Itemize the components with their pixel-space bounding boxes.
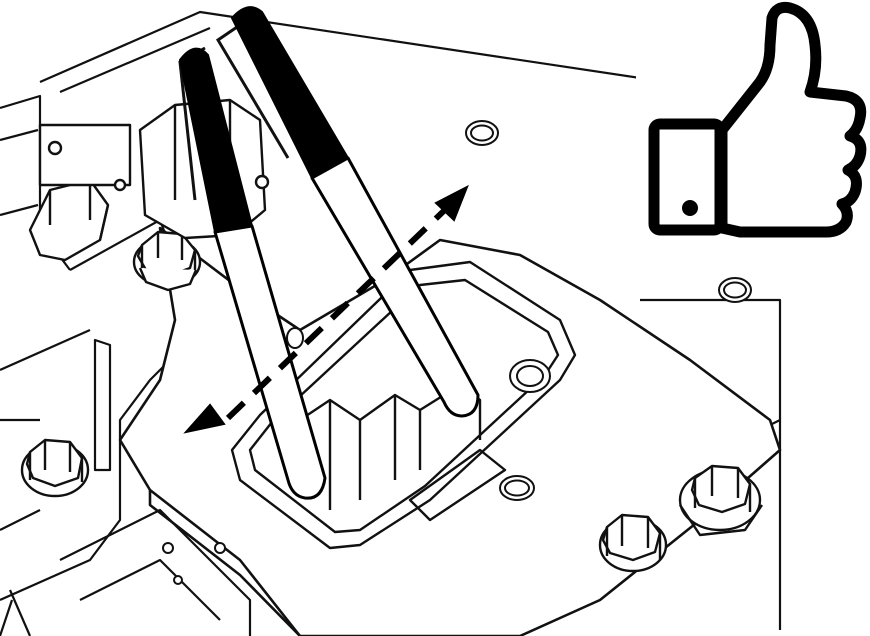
thumbs-up-icon [636, 0, 870, 260]
double-arrow-icon [183, 184, 469, 434]
recessed-slot [230, 260, 577, 550]
pliers-handle-left [178, 46, 327, 500]
mounting-plate [118, 226, 782, 636]
plate-holes [162, 120, 752, 585]
pliers-handle-right [215, 6, 480, 418]
thumbs-up-hand [716, 2, 867, 238]
hex-bolt [20, 98, 763, 573]
